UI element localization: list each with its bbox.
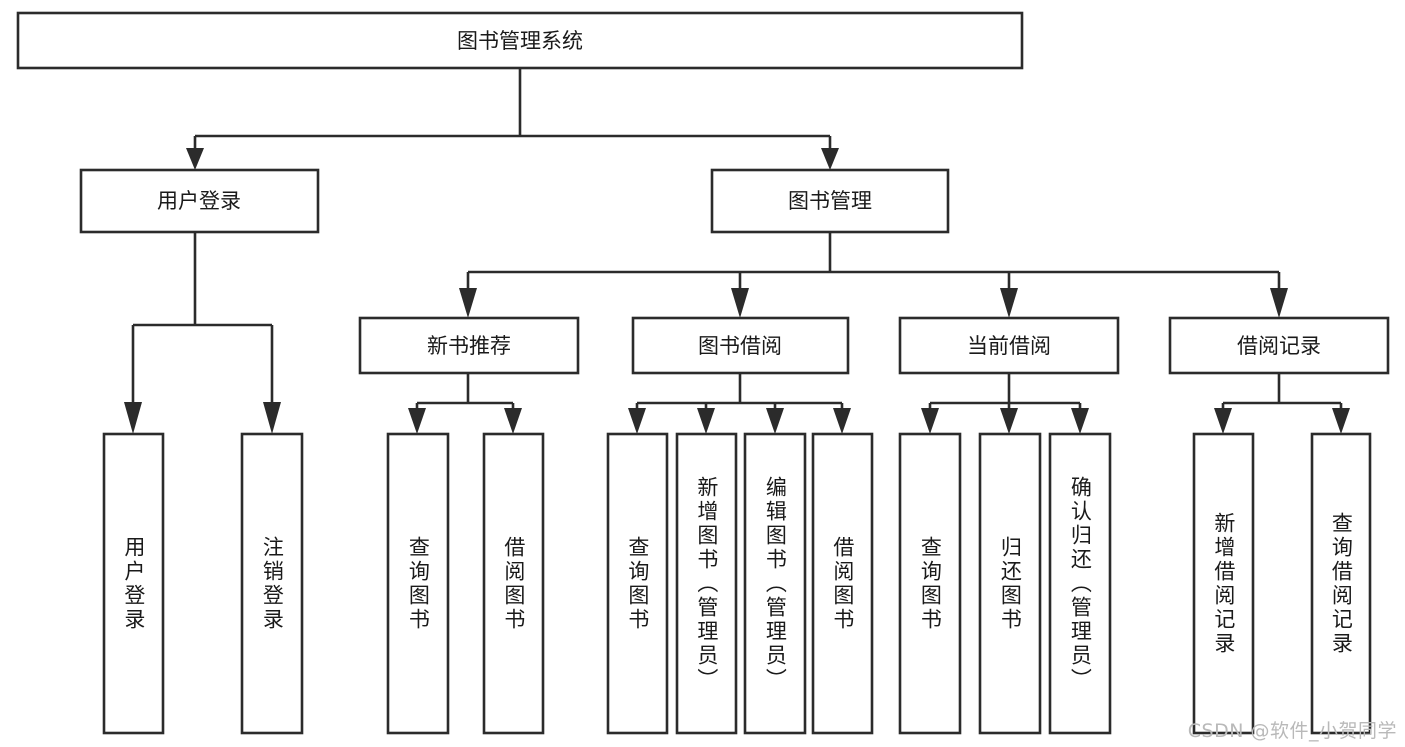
csdn-watermark: CSDN @软件_小贺同学 (1187, 720, 1397, 742)
node-user-login-label: 用户登录 (157, 189, 241, 213)
arrow-head-new-book-recommend (459, 288, 477, 318)
arrow-head-leaf-add-book (697, 408, 715, 434)
arrow-head-leaf-edit-book (766, 408, 784, 434)
arrow-head-leaf-query-book-b (628, 408, 646, 434)
arrow-head-leaf-query-book-a (408, 408, 426, 434)
node-borrow-record-label: 借阅记录 (1237, 334, 1321, 358)
node-new-book-recommend[interactable] (358, 316, 580, 375)
arrow-head-leaf-confirm-return (1071, 408, 1089, 434)
arrow-head-current-borrow (1000, 288, 1018, 318)
arrow-head-leaf-logout (263, 402, 281, 434)
node-root-label: 图书管理系统 (457, 29, 583, 53)
arrow-head-user-login (186, 148, 204, 170)
arrow-head-leaf-borrow-book-a (504, 408, 522, 434)
node-borrow-record[interactable] (1168, 316, 1390, 375)
arrow-head-borrow-record (1270, 288, 1288, 318)
node-leaf-add-book-admin[interactable] (675, 432, 738, 735)
node-book-management[interactable] (710, 168, 950, 234)
node-user-login[interactable] (79, 168, 320, 234)
connector-layer (124, 68, 1350, 434)
arrow-head-leaf-query-record (1332, 408, 1350, 434)
arrow-head-book-manage (821, 148, 839, 170)
node-root-book-management-system[interactable] (16, 11, 1024, 70)
node-leaf-logout[interactable] (240, 432, 304, 735)
arrow-head-leaf-add-record (1214, 408, 1232, 434)
arrow-head-leaf-return-book (1000, 408, 1018, 434)
node-layer: 图书管理系统 用户登录 图书管理 新书推荐 图书借阅 当前借阅 借阅记录 (16, 11, 1390, 735)
arrow-head-leaf-borrow-book-b (833, 408, 851, 434)
node-leaf-user-login[interactable] (102, 432, 165, 735)
node-book-borrow[interactable] (631, 316, 850, 375)
node-book-borrow-label: 图书借阅 (698, 334, 782, 358)
arrow-head-leaf-query-book-c (921, 408, 939, 434)
node-book-management-label: 图书管理 (788, 189, 872, 213)
node-leaf-edit-book-admin[interactable] (743, 432, 807, 735)
node-leaf-borrow-book-b[interactable] (811, 432, 874, 735)
arrow-head-leaf-user-login (124, 402, 142, 434)
node-leaf-query-book-a[interactable] (386, 432, 450, 735)
node-leaf-borrow-book-a[interactable] (482, 432, 545, 735)
node-leaf-return-book[interactable] (978, 432, 1042, 735)
node-leaf-add-borrow-record[interactable] (1192, 432, 1255, 735)
node-new-book-recommend-label: 新书推荐 (427, 334, 511, 358)
node-leaf-confirm-return-admin[interactable] (1048, 432, 1112, 735)
arrow-head-book-borrow (731, 288, 749, 318)
node-leaf-query-borrow-record[interactable] (1310, 432, 1372, 735)
node-leaf-query-book-c[interactable] (898, 432, 962, 735)
node-current-borrow[interactable] (898, 316, 1120, 375)
node-leaf-query-book-b[interactable] (606, 432, 669, 735)
node-current-borrow-label: 当前借阅 (967, 334, 1051, 358)
